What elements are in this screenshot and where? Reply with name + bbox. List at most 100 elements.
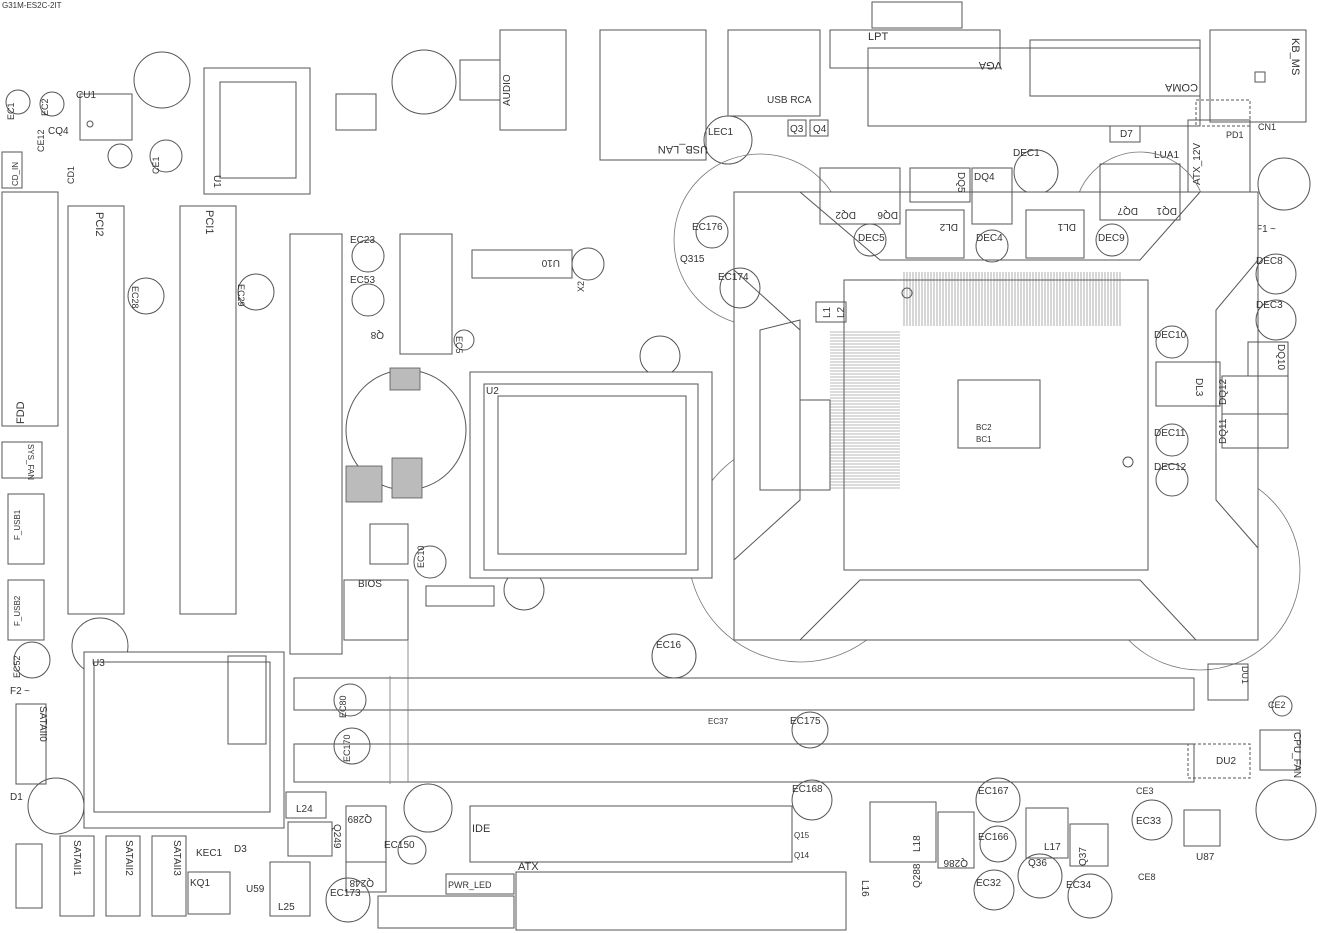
svg-text:EC168: EC168 [792, 784, 823, 795]
svg-text:CE2: CE2 [1268, 700, 1286, 710]
svg-text:L1: L1 [822, 306, 833, 318]
svg-text:PCI2: PCI2 [93, 212, 105, 236]
svg-text:LUA1: LUA1 [1154, 150, 1179, 161]
svg-text:EC174: EC174 [718, 272, 749, 283]
svg-text:U87: U87 [1196, 852, 1215, 863]
svg-text:DL1: DL1 [1057, 221, 1076, 232]
svg-text:KQ1: KQ1 [190, 878, 210, 889]
svg-text:EC167: EC167 [978, 786, 1009, 797]
svg-text:DL2: DL2 [939, 221, 958, 232]
cpu-socket-area [673, 151, 1301, 671]
svg-text:EC175: EC175 [790, 716, 821, 727]
svg-text:Q286: Q286 [943, 857, 968, 868]
svg-text:L17: L17 [1044, 842, 1061, 853]
svg-text:FDD: FDD [15, 401, 27, 424]
pci2-slot: PCI2 [67, 205, 125, 615]
svg-text:EC53: EC53 [350, 275, 375, 286]
svg-text:L16: L16 [859, 880, 870, 897]
usb-rca-connector: USB RCA [727, 29, 821, 117]
svg-text:DEC8: DEC8 [1256, 256, 1283, 267]
svg-text:DEC11: DEC11 [1154, 428, 1186, 439]
svg-text:BC1: BC1 [976, 435, 992, 444]
svg-text:EC5: EC5 [454, 336, 464, 354]
svg-text:D1: D1 [10, 792, 23, 803]
svg-text:CQ4: CQ4 [48, 126, 69, 137]
svg-text:U1: U1 [211, 175, 222, 188]
svg-text:Q37: Q37 [1078, 847, 1089, 866]
usb-lan-connector: USB_LAN [599, 29, 708, 161]
svg-text:D3: D3 [234, 844, 247, 855]
svg-text:VGA: VGA [978, 59, 1002, 71]
svg-text:EC173: EC173 [330, 888, 361, 899]
kb-ms-connector: KB_MS [1209, 29, 1307, 123]
svg-text:EC170: EC170 [342, 734, 352, 762]
svg-text:Q289: Q289 [347, 813, 372, 824]
svg-text:SATAII3: SATAII3 [171, 840, 182, 876]
svg-text:EC150: EC150 [384, 840, 415, 851]
svg-text:DQ7: DQ7 [1117, 205, 1138, 216]
svg-text:Q36: Q36 [1028, 858, 1047, 869]
svg-text:EC166: EC166 [978, 832, 1009, 843]
svg-text:Q315: Q315 [680, 254, 705, 265]
svg-text:EC37: EC37 [708, 717, 729, 726]
svg-text:DL3: DL3 [1193, 378, 1204, 397]
svg-text:DU2: DU2 [1216, 756, 1236, 767]
svg-text:CD_IN: CD_IN [11, 162, 20, 186]
svg-text:SATAII1: SATAII1 [71, 840, 82, 876]
svg-text:ATX: ATX [518, 861, 539, 873]
vga-coma-connector: VGA COMA [867, 39, 1201, 127]
svg-text:EC52: EC52 [12, 655, 22, 678]
svg-text:U3: U3 [92, 658, 105, 669]
svg-text:DQ12: DQ12 [1218, 378, 1229, 405]
svg-text:SATAII0: SATAII0 [37, 706, 48, 742]
fdd-connector: FDD [1, 191, 59, 427]
pcie-slot [289, 233, 343, 655]
svg-text:DQ4: DQ4 [974, 172, 995, 183]
svg-text:DEC9: DEC9 [1098, 233, 1125, 244]
audio-connector: AUDIO [459, 29, 567, 131]
svg-text:F_USB1: F_USB1 [13, 509, 22, 540]
svg-text:EC16: EC16 [656, 640, 681, 651]
svg-text:DQ11: DQ11 [1218, 418, 1229, 444]
svg-text:BIOS: BIOS [358, 579, 382, 590]
svg-text:Q8: Q8 [370, 329, 384, 340]
svg-text:D7: D7 [1120, 129, 1133, 140]
svg-text:U2: U2 [486, 386, 499, 397]
svg-text:L24: L24 [296, 804, 313, 815]
board-model-label: G31M-ES2C-2IT [2, 1, 62, 10]
svg-text:ATX_12V: ATX_12V [1192, 143, 1203, 185]
svg-text:~: ~ [1270, 224, 1276, 235]
dimm-slots [293, 640, 1195, 784]
capacitor-lec1 [703, 115, 753, 165]
svg-text:PWR_LED: PWR_LED [448, 880, 492, 890]
svg-text:L25: L25 [278, 902, 295, 913]
svg-text:LEC1: LEC1 [708, 127, 733, 138]
svg-text:~: ~ [24, 686, 30, 697]
svg-text:DEC10: DEC10 [1154, 330, 1187, 341]
svg-text:DEC4: DEC4 [976, 233, 1003, 244]
svg-text:PCI1: PCI1 [203, 210, 215, 234]
pci1-slot: PCI1 [179, 205, 237, 615]
southbridge-u3: U3 [71, 617, 285, 829]
atx-connector: ATX [515, 861, 847, 931]
svg-text:Q288: Q288 [912, 863, 923, 888]
svg-text:CE12: CE12 [36, 129, 46, 152]
svg-text:Q249: Q249 [331, 824, 342, 849]
svg-text:EC29: EC29 [236, 284, 246, 307]
svg-text:L18: L18 [912, 835, 923, 852]
svg-text:CD1: CD1 [66, 166, 76, 184]
svg-text:PD1: PD1 [1226, 130, 1244, 140]
svg-text:Q15: Q15 [794, 831, 810, 840]
svg-text:DQ6: DQ6 [877, 209, 898, 220]
svg-text:SYS_FAN: SYS_FAN [26, 444, 35, 480]
svg-text:KEC1: KEC1 [196, 848, 223, 859]
svg-text:EC2: EC2 [40, 98, 50, 116]
svg-text:F2: F2 [10, 686, 22, 697]
svg-text:Q4: Q4 [813, 124, 827, 135]
svg-text:CE3: CE3 [1136, 786, 1154, 796]
svg-text:EC32: EC32 [976, 878, 1001, 889]
svg-text:IDE: IDE [472, 823, 490, 835]
cpu-pin-grid-left [830, 331, 900, 489]
svg-text:DU1: DU1 [1240, 666, 1250, 684]
